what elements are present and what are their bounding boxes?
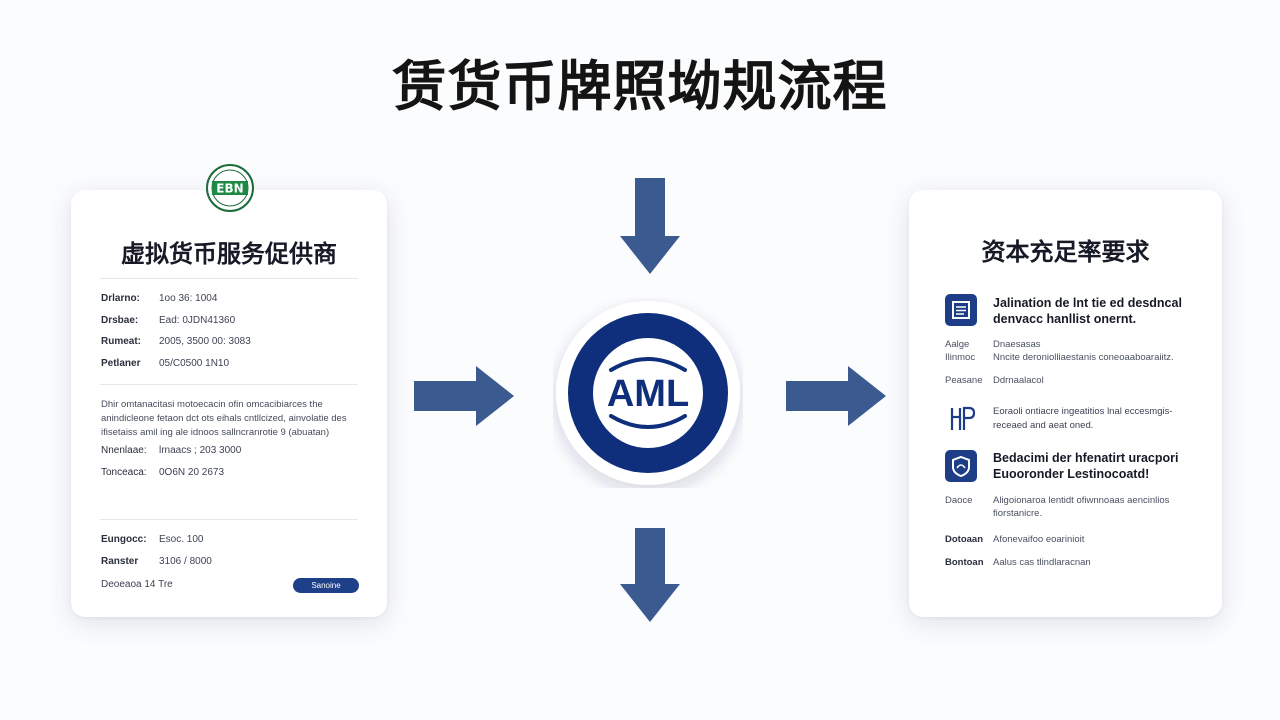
detail-row-key: Bontoan [945,557,984,568]
detail-row-value: Dnaesasas Nncite deroniolliaestanis cone… [993,339,1174,363]
aml-badge-icon: AML [556,301,740,485]
description-paragraph: Dhir omtanacitasi motoecacin ofin omcaci… [101,399,347,438]
page-title: 赁货币牌照坳规流程 [392,55,888,118]
detail-row: Daoce Aligoionaroa lentidt ofiwnnoaas ae… [945,494,1205,533]
arrow-shape [620,178,680,274]
info-row-key: Drsbae: [101,315,139,326]
arrow-shape [620,528,680,622]
detail-row: Dotoaan Afonevaifoo eoarinioit [945,533,1205,572]
info-row-key: Nnenlaae: [101,445,147,456]
section-note: Eoraoli ontiacre ingeatitios lnal eccesm… [993,406,1173,431]
detail-row-key: Daoce [945,495,973,506]
divider [100,519,358,520]
hp-icon [950,406,976,430]
seal-text: EBN [216,182,243,196]
arrow-down-top-icon [620,178,680,274]
info-row-key: Rumeat: [101,336,142,347]
detail-row-key: Peasane [945,375,983,386]
section-heading: Bedacimi der hfenatirt uracpori Euoorond… [993,451,1179,481]
footer-text: Deoeaoa 14 Tre [101,579,173,590]
arrow-shape [786,366,886,426]
seal-logo: EBN [206,164,254,212]
info-row-value: 05/C0500 1N10 [159,358,230,369]
document-icon [945,294,977,326]
arrow-shape [414,366,514,426]
detail-row-key: Dotoaan [945,534,983,545]
detail-row-value: Ddrnaalacol [993,375,1044,386]
detail-row: Peasane Ddrnaalacol [945,374,1205,413]
arrow-right-right-icon [786,366,886,426]
info-row-key: Petlaner [101,358,141,369]
vasp-card-title: 虚拟货币服务促供商 [121,240,337,268]
divider [100,384,358,385]
section-heading: Jalination de lnt tie ed desdncal denvac… [993,296,1182,326]
shield-icon [945,450,977,482]
arrow-down-bottom-icon [620,528,680,622]
info-row-key: Tonceaca: [101,467,147,478]
detail-row-key: Aalge Ilinmoc [945,339,976,363]
info-row-key: Ranster [101,556,139,567]
divider [100,278,358,279]
info-row-value: Ead: 0JDN41360 [159,315,236,326]
capital-card-title: 资本充足率要求 [981,238,1150,266]
detail-row-value: Afonevaifoo eoarinioit [993,534,1085,545]
detail-row: Bontoan Aalus cas tlindlaracnan [945,556,1205,595]
info-row-value: 0O6N 20 2673 [159,467,225,478]
detail-row-value: Aalus cas tlindlaracnan [993,557,1091,568]
aml-label: AML [607,373,689,415]
detail-row: Aalge Ilinmoc Dnaesasas Nncite deronioll… [945,338,1205,377]
submit-button[interactable]: Sanoine [293,578,359,593]
info-row-key: Drlarno: [101,293,140,304]
info-row-value: 2005, 3500 00: 3083 [159,336,251,347]
arrow-right-left-icon [414,366,514,426]
capital-adequacy-card: 资本充足率要求 Jalination de lnt tie ed desdnca… [909,190,1222,617]
detail-row-value: Aligoionaroa lentidt ofiwnnoaas aencinli… [993,495,1170,519]
info-row-value: 1oo 36: 1004 [159,293,218,304]
info-row-value: Esoc. 100 [159,534,204,545]
info-row-value: 3106 / 8000 [159,556,212,567]
vasp-card: 虚拟货币服务促供商 Drlarno: 1oo 36: 1004 Drsbae: … [71,190,387,617]
info-row-key: Eungocc: [101,534,147,545]
info-row-value: lrnaacs ; 203 3000 [159,445,242,456]
